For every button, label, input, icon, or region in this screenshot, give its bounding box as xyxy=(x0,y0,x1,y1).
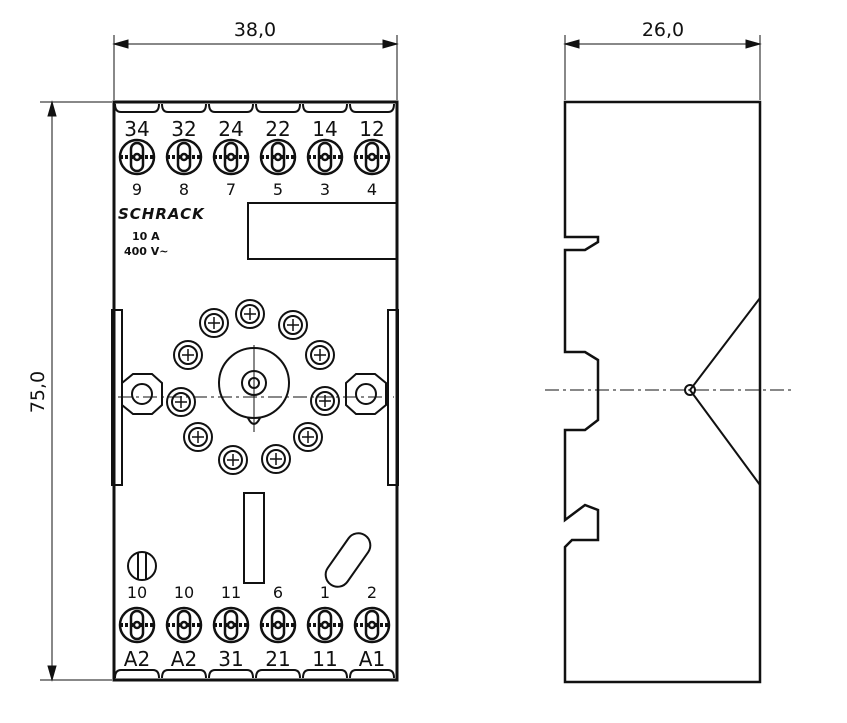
dim-side-width-label: 26,0 xyxy=(642,19,684,41)
dimension-front-width: 38,0 xyxy=(112,19,399,100)
terminal-label-bottom: 11 xyxy=(312,647,337,671)
front-view: SCHRACK 10 A 400 V~ 34910A232810A2247113… xyxy=(111,100,399,682)
slot-oval xyxy=(324,532,372,588)
terminal-number-bottom: 10 xyxy=(127,583,147,602)
terminal-number-top: 8 xyxy=(179,180,189,199)
socket-pin xyxy=(261,444,291,474)
terminal-number-top: 5 xyxy=(273,180,283,199)
terminal-number-bottom: 11 xyxy=(221,583,241,602)
terminal-number-top: 3 xyxy=(320,180,330,199)
terminal-label-bottom: A1 xyxy=(359,647,385,671)
brand-logo: SCHRACK xyxy=(118,205,205,223)
terminal-label-top: 34 xyxy=(124,117,149,141)
terminal-label-top: 12 xyxy=(359,117,384,141)
terminal-tab xyxy=(349,103,395,113)
terminal-screw-top[interactable] xyxy=(212,138,250,176)
socket-pin xyxy=(218,445,248,475)
terminal-number-top: 9 xyxy=(132,180,142,199)
terminal-tab xyxy=(161,103,207,113)
rating-voltage: 400 V~ xyxy=(124,245,169,258)
socket-pin xyxy=(278,310,308,340)
terminal-screw-top[interactable] xyxy=(259,138,297,176)
terminal-label-bottom: A2 xyxy=(124,647,150,671)
terminal-label-top: 14 xyxy=(312,117,337,141)
terminal-label-bottom: A2 xyxy=(171,647,197,671)
terminal-label-bottom: 31 xyxy=(218,647,243,671)
terminal-screw-bottom[interactable] xyxy=(306,606,344,644)
dim-height-label: 75,0 xyxy=(27,371,49,413)
dimension-height: 75,0 xyxy=(27,100,112,682)
terminal-screw-bottom[interactable] xyxy=(212,606,250,644)
terminal-tab xyxy=(302,103,348,113)
terminal-screw-bottom[interactable] xyxy=(165,606,203,644)
socket-pin xyxy=(173,340,203,370)
socket-pin xyxy=(166,387,196,417)
terminal-tab xyxy=(208,103,254,113)
terminal-label-top: 24 xyxy=(218,117,243,141)
terminal-label-top: 22 xyxy=(265,117,290,141)
terminal-tab xyxy=(255,103,301,113)
dimension-side-width: 26,0 xyxy=(563,19,762,100)
socket-pin xyxy=(235,299,265,329)
terminal-tab xyxy=(208,669,254,679)
screw-head xyxy=(127,551,157,581)
terminal-number-bottom: 1 xyxy=(320,583,330,602)
terminal-screw-bottom[interactable] xyxy=(118,606,156,644)
terminal-label-bottom: 21 xyxy=(265,647,290,671)
terminal-screw-top[interactable] xyxy=(353,138,391,176)
socket-center xyxy=(218,345,290,432)
slot-rect xyxy=(243,492,265,584)
terminal-number-bottom: 2 xyxy=(367,583,377,602)
mounting-nut-right xyxy=(345,373,387,415)
mounting-nut-left xyxy=(121,373,163,415)
terminal-tab xyxy=(114,103,160,113)
terminal-tab xyxy=(161,669,207,679)
socket-pin xyxy=(199,308,229,338)
terminal-number-bottom: 6 xyxy=(273,583,283,602)
socket-pin xyxy=(183,422,213,452)
socket-pin xyxy=(310,386,340,416)
terminal-tab xyxy=(114,669,160,679)
terminal-number-top: 7 xyxy=(226,180,236,199)
terminal-number-bottom: 10 xyxy=(174,583,194,602)
terminal-number-top: 4 xyxy=(367,180,377,199)
terminal-screw-bottom[interactable] xyxy=(259,606,297,644)
terminal-screw-bottom[interactable] xyxy=(353,606,391,644)
socket-pin xyxy=(305,340,335,370)
terminal-tab xyxy=(302,669,348,679)
terminal-screw-top[interactable] xyxy=(165,138,203,176)
socket-pin xyxy=(293,422,323,452)
terminal-tab xyxy=(349,669,395,679)
rating-current: 10 A xyxy=(132,230,160,243)
side-view xyxy=(545,100,795,684)
terminal-label-top: 32 xyxy=(171,117,196,141)
terminal-screw-top[interactable] xyxy=(306,138,344,176)
dim-front-width-label: 38,0 xyxy=(234,19,276,41)
terminal-tab xyxy=(255,669,301,679)
terminal-screw-top[interactable] xyxy=(118,138,156,176)
